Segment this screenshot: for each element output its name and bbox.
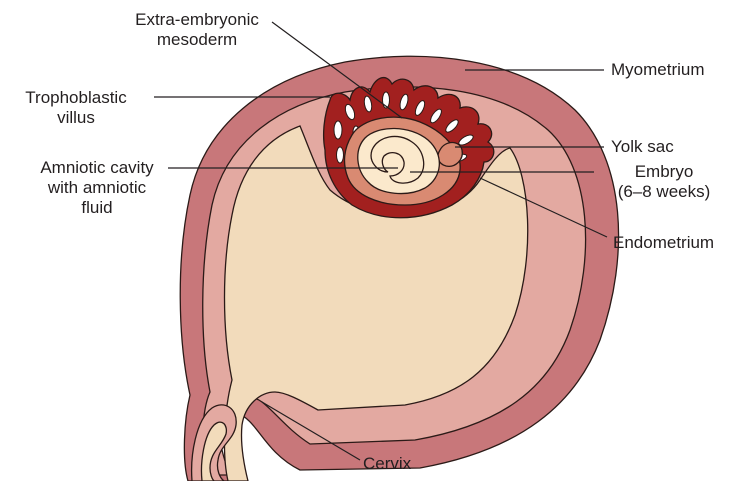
label-cervix: Cervix <box>363 454 411 474</box>
label-embryo-line2: (6–8 weeks) <box>598 182 730 202</box>
label-trophoblastic-villus-line1: Trophoblastic <box>8 88 144 108</box>
label-extra-embryonic-mesoderm-line1: Extra-embryonic <box>112 10 282 30</box>
label-myometrium-text: Myometrium <box>611 60 705 79</box>
label-myometrium: Myometrium <box>611 60 705 80</box>
label-trophoblastic-villus-line2: villus <box>8 108 144 128</box>
label-endometrium-text: Endometrium <box>613 233 714 252</box>
label-amniotic-cavity: Amniotic cavity with amniotic fluid <box>26 158 168 218</box>
label-embryo-line1: Embryo <box>598 162 730 182</box>
label-endometrium: Endometrium <box>613 233 714 253</box>
label-trophoblastic-villus: Trophoblastic villus <box>8 88 144 128</box>
label-cervix-text: Cervix <box>363 454 411 473</box>
label-amniotic-cavity-line3: fluid <box>26 198 168 218</box>
label-amniotic-cavity-line2: with amniotic <box>26 178 168 198</box>
label-extra-embryonic-mesoderm: Extra-embryonic mesoderm <box>112 10 282 50</box>
label-extra-embryonic-mesoderm-line2: mesoderm <box>112 30 282 50</box>
label-yolk-sac-text: Yolk sac <box>611 137 674 156</box>
label-yolk-sac: Yolk sac <box>611 137 674 157</box>
label-amniotic-cavity-line1: Amniotic cavity <box>26 158 168 178</box>
label-embryo: Embryo (6–8 weeks) <box>598 162 730 202</box>
